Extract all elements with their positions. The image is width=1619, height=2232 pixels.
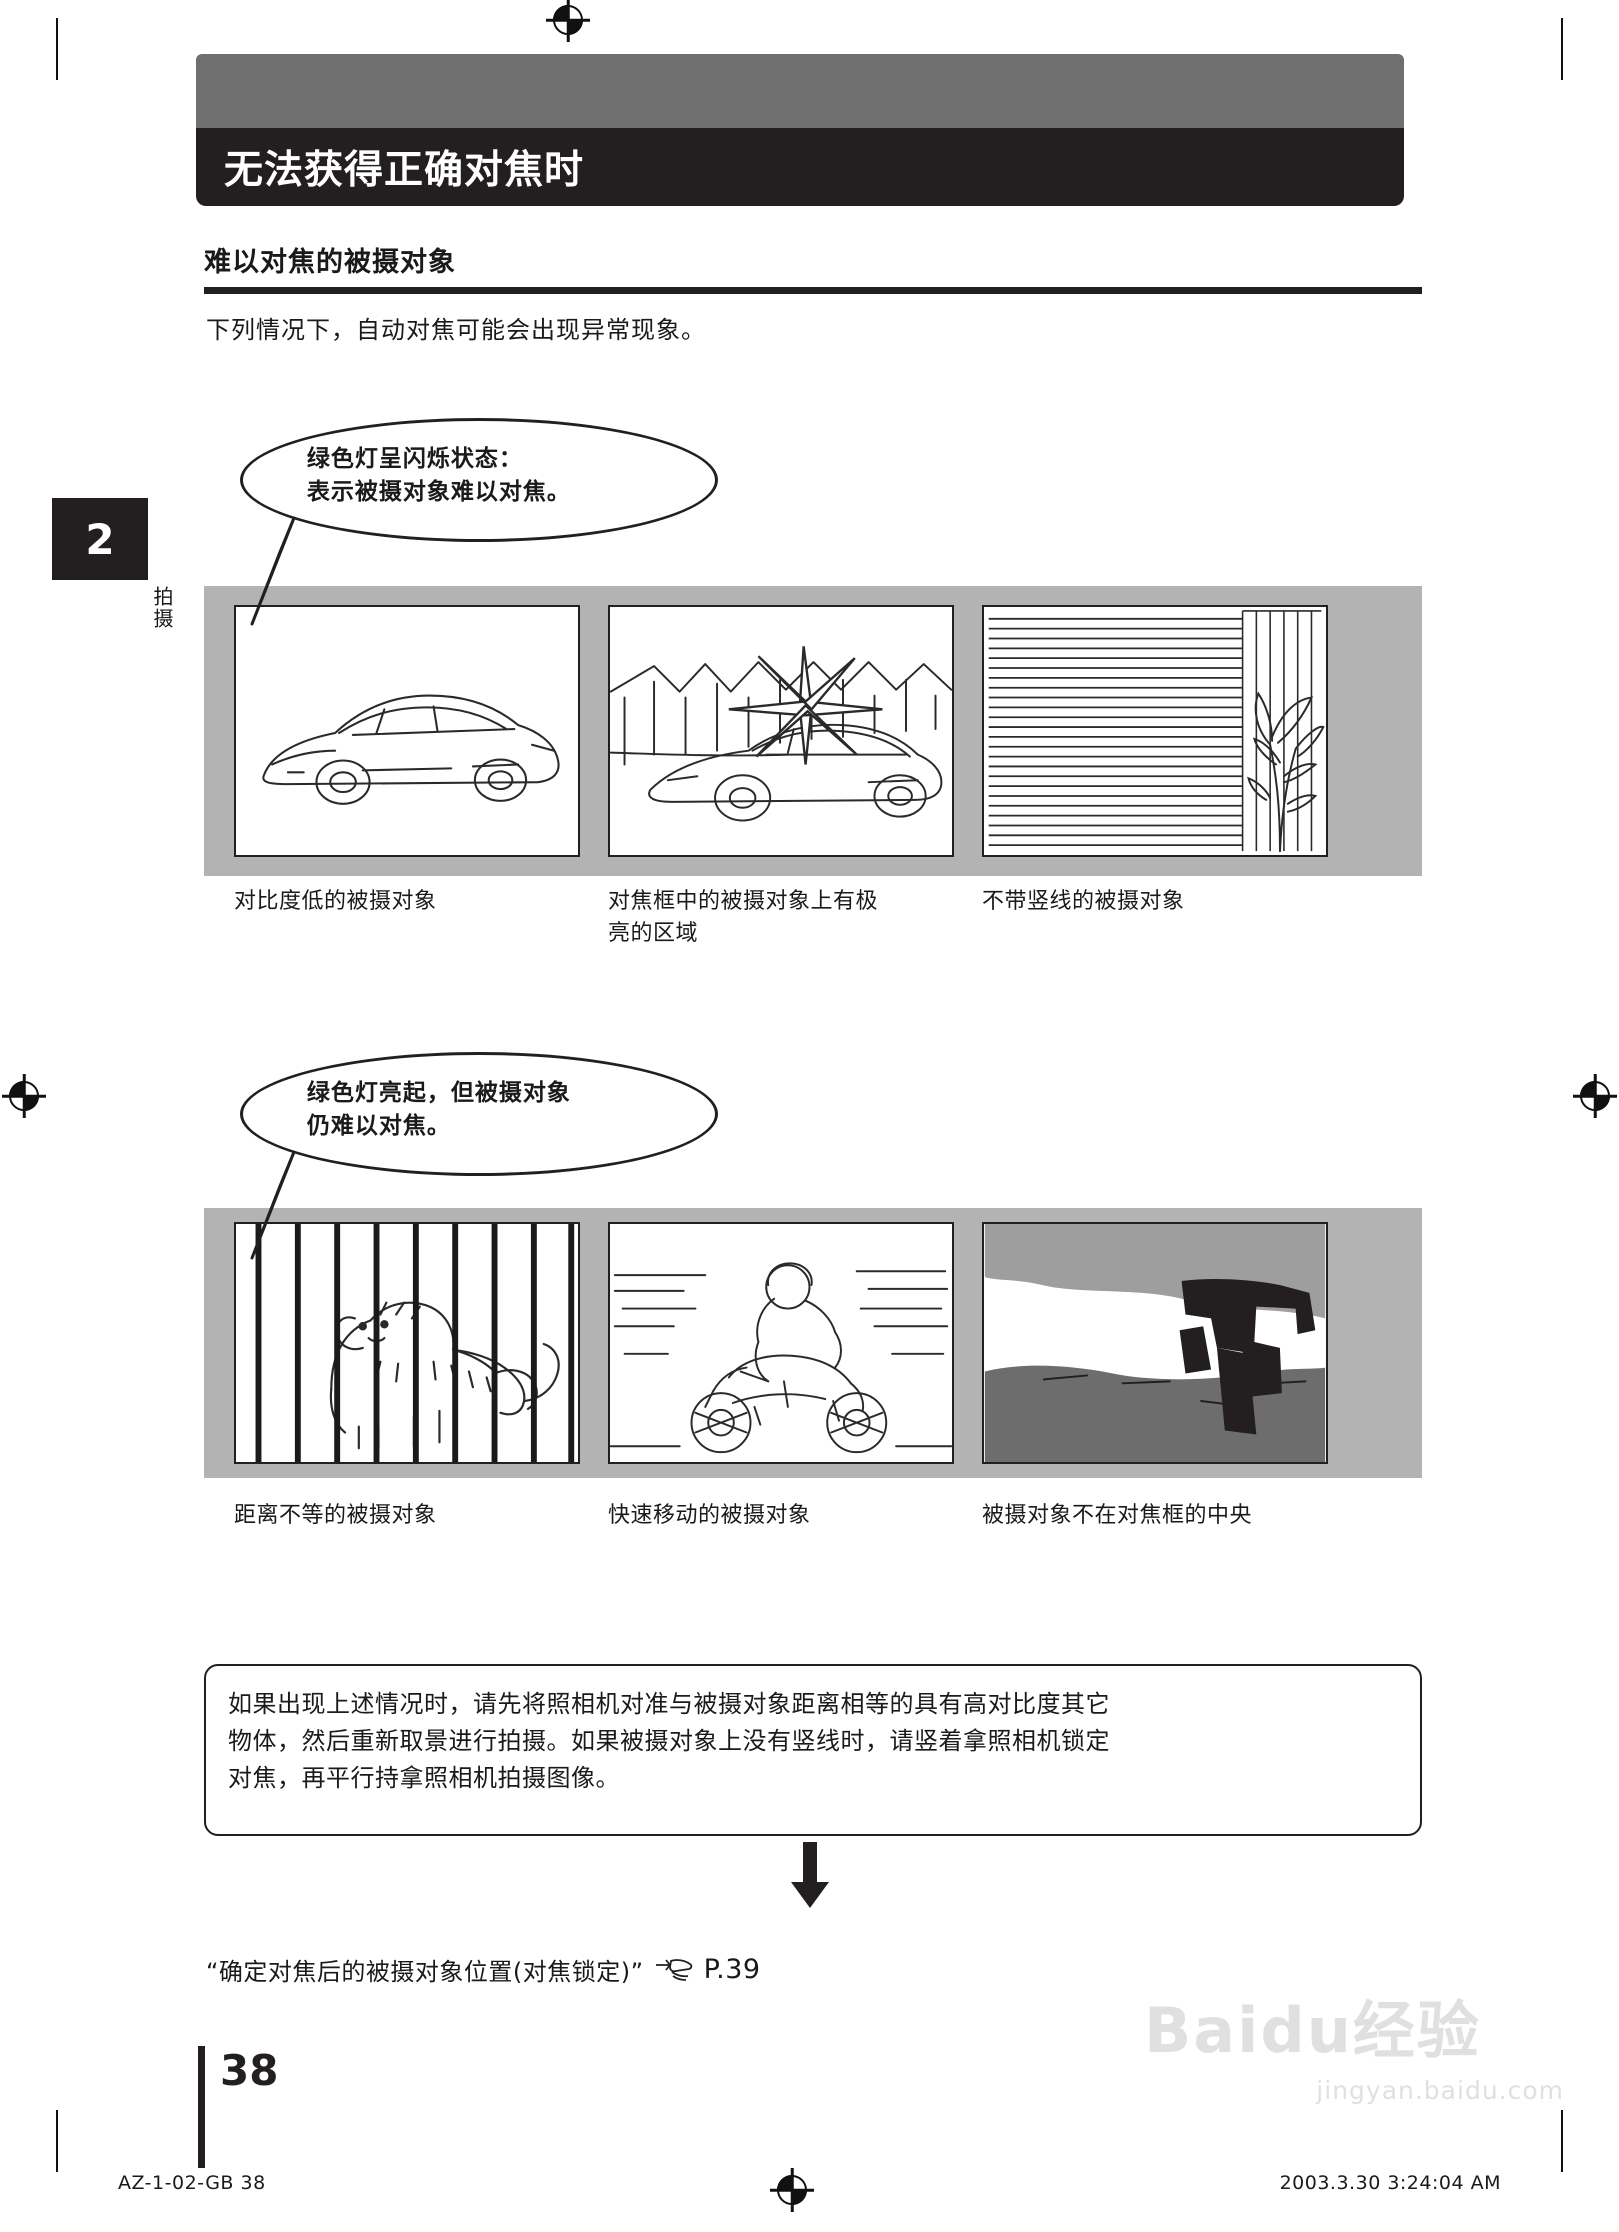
down-arrow-icon — [791, 1842, 829, 1908]
section-lead-text: 下列情况下，自动对焦可能会出现异常现象。 — [206, 316, 706, 344]
speech-bubble-1-text: 绿色灯呈闪烁状态： 表示被摄对象难以对焦。 — [307, 443, 718, 510]
cross-reference-page: P.39 — [703, 1954, 761, 1985]
figure-off-center-subject — [982, 1222, 1328, 1464]
speech-bubble-2-text: 绿色灯亮起，但被摄对象 仍难以对焦。 — [307, 1077, 718, 1144]
watermark-main: Baidu经验 — [1144, 1994, 1481, 2067]
caption-2-1: 距离不等的被摄对象 — [234, 1503, 437, 1528]
figure-strip-2 — [204, 1208, 1422, 1478]
caption-2-3: 被摄对象不在对焦框的中央 — [982, 1503, 1253, 1528]
pointing-hand-icon — [655, 1958, 692, 1981]
figure-fast-moving-motorcycle — [608, 1222, 954, 1464]
caption-1-2: 对焦框中的被摄对象上有极 亮的区域 — [608, 889, 879, 946]
chapter-tab: 2 — [52, 498, 148, 580]
chapter-label: 拍摄 — [150, 586, 174, 630]
caption-row-2: 距离不等的被摄对象 快速移动的被摄对象 被摄对象不在对焦框的中央 — [234, 1500, 1434, 1532]
figure-no-vertical-lines — [982, 605, 1328, 857]
figure-low-contrast-car-art — [262, 694, 560, 805]
figure-motorcycle-art — [610, 1262, 952, 1454]
speech-bubble-1-line2: 表示被摄对象难以对焦。 — [306, 479, 571, 506]
crop-line-tr-v — [1561, 18, 1563, 80]
figure-off-center-art — [984, 1224, 1326, 1462]
caption-2-2: 快速移动的被摄对象 — [608, 1503, 811, 1528]
caption-row-1: 对比度低的被摄对象 对焦框中的被摄对象上有极 亮的区域 不带竖线的被摄对象 — [234, 886, 1434, 950]
registration-mark-right — [1573, 1074, 1617, 1118]
advice-note-line1: 如果出现上述情况时，请先将照相机对准与被摄对象距离相等的具有高对比度其它 — [228, 1690, 1110, 1718]
registration-mark-top — [546, 0, 590, 42]
cross-reference-text: “确定对焦后的被摄对象位置(对焦锁定)” — [206, 1958, 644, 1986]
figure-bright-area-car-art — [610, 646, 952, 822]
watermark: Baidu经验 jingyan.baidu.com — [1144, 2000, 1564, 2150]
advice-note-line2: 物体，然后重新取景进行拍摄。如果被摄对象上没有竖线时，请竖着拿照相机锁定 — [228, 1727, 1110, 1756]
speech-bubble-2-line1: 绿色灯亮起，但被摄对象 — [306, 1079, 571, 1106]
watermark-sub: jingyan.baidu.com — [1316, 2076, 1564, 2105]
section-heading-block: 难以对焦的被摄对象 — [204, 240, 1422, 294]
crop-line-tl-v — [56, 18, 58, 80]
speech-bubble-2-tail — [250, 1150, 296, 1260]
cross-reference[interactable]: “确定对焦后的被摄对象位置(对焦锁定)” P.39 — [206, 1952, 761, 1987]
crop-line-bl-v — [56, 2110, 58, 2172]
speech-bubble-1-oval — [240, 418, 718, 542]
header-black-band: 无法获得正确对焦时 — [196, 128, 1404, 206]
figure-varied-distance-tiger — [234, 1222, 580, 1464]
crop-line-br-v — [1561, 2110, 1563, 2172]
caption-1-3: 不带竖线的被摄对象 — [982, 889, 1185, 914]
figure-low-contrast-car — [234, 605, 580, 857]
header-gray-band — [196, 54, 1404, 128]
registration-mark-left — [2, 1074, 46, 1118]
page-title: 无法获得正确对焦时 — [224, 148, 585, 193]
registration-mark-bottom — [770, 2168, 814, 2212]
caption-1-1: 对比度低的被摄对象 — [234, 889, 437, 914]
speech-bubble-1-line1: 绿色灯呈闪烁状态： — [306, 445, 523, 472]
page-number: 38 — [220, 2046, 279, 2095]
section-rule — [204, 287, 1422, 294]
speech-bubble-2: 绿色灯亮起，但被摄对象 仍难以对焦。 — [240, 1052, 718, 1176]
advice-note-line3: 对焦，再平行持拿照相机拍摄图像。 — [228, 1764, 620, 1793]
figure-bright-area-car — [608, 605, 954, 857]
footer-left: AZ-1-02-GB 38 — [118, 2172, 266, 2194]
figure-no-vertical-lines-art — [988, 610, 1325, 853]
page-header: 无法获得正确对焦时 — [196, 54, 1404, 206]
speech-bubble-1: 绿色灯呈闪烁状态： 表示被摄对象难以对焦。 — [240, 418, 718, 542]
speech-bubble-2-line2: 仍难以对焦。 — [306, 1113, 451, 1140]
footer-right: 2003.3.30 3:24:04 AM — [1279, 2172, 1501, 2194]
page-number-rule — [198, 2046, 205, 2168]
speech-bubble-2-oval — [240, 1052, 718, 1176]
advice-note-box: 如果出现上述情况时，请先将照相机对准与被摄对象距离相等的具有高对比度其它 物体，… — [204, 1664, 1422, 1836]
chapter-number: 2 — [85, 514, 115, 564]
figure-tiger-art — [255, 1224, 575, 1462]
speech-bubble-1-tail — [250, 516, 296, 626]
figure-strip-1 — [204, 586, 1422, 876]
section-heading: 难以对焦的被摄对象 — [204, 247, 456, 278]
